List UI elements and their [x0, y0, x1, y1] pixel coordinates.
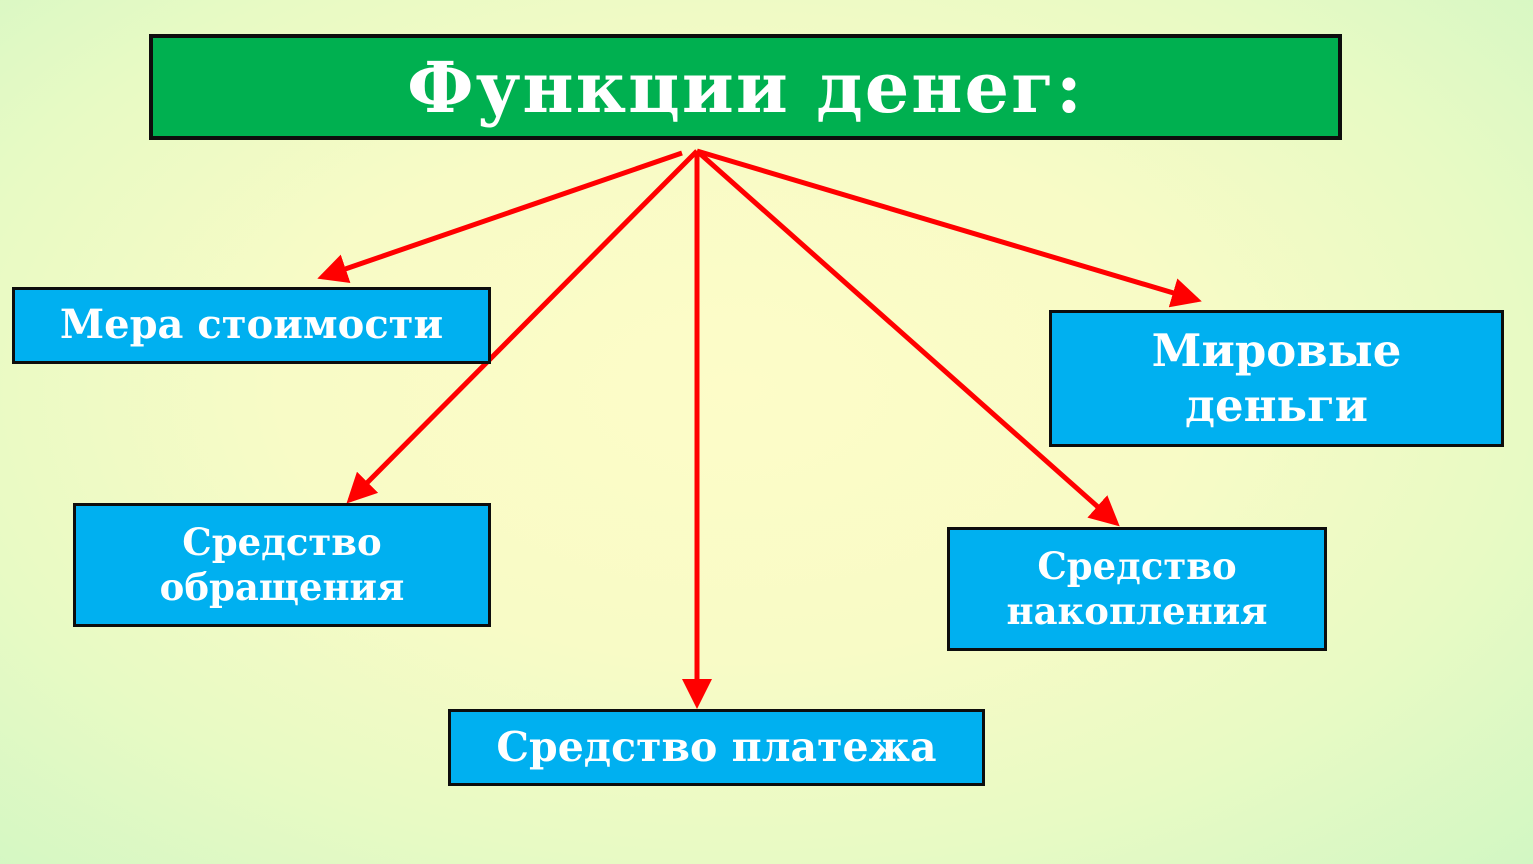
node-measure-of-value: Мера стоимости [12, 287, 491, 364]
node-label-line: Мировые [1151, 323, 1402, 377]
node-label-line: обращения [159, 565, 405, 609]
node-label-line: Мера стоимости [59, 301, 444, 349]
node-label-line: Средство платежа [496, 723, 937, 772]
arrow-to-world [696, 148, 1202, 308]
node-label-line: накопления [1006, 589, 1268, 633]
node-world-money: Мировые деньги [1049, 310, 1504, 447]
node-label-line: деньги [1184, 378, 1369, 432]
node-means-of-circulation: Средство обращения [73, 503, 491, 627]
diagram-title: Функции денег: [407, 45, 1084, 129]
node-means-of-accumulation: Средство накопления [947, 527, 1327, 651]
node-label-line: Средство [182, 519, 382, 564]
title-box: Функции денег: [149, 34, 1342, 140]
node-means-of-payment: Средство платежа [448, 709, 985, 786]
arrow-to-measure [317, 150, 683, 284]
node-label-line: Средство [1037, 543, 1237, 588]
